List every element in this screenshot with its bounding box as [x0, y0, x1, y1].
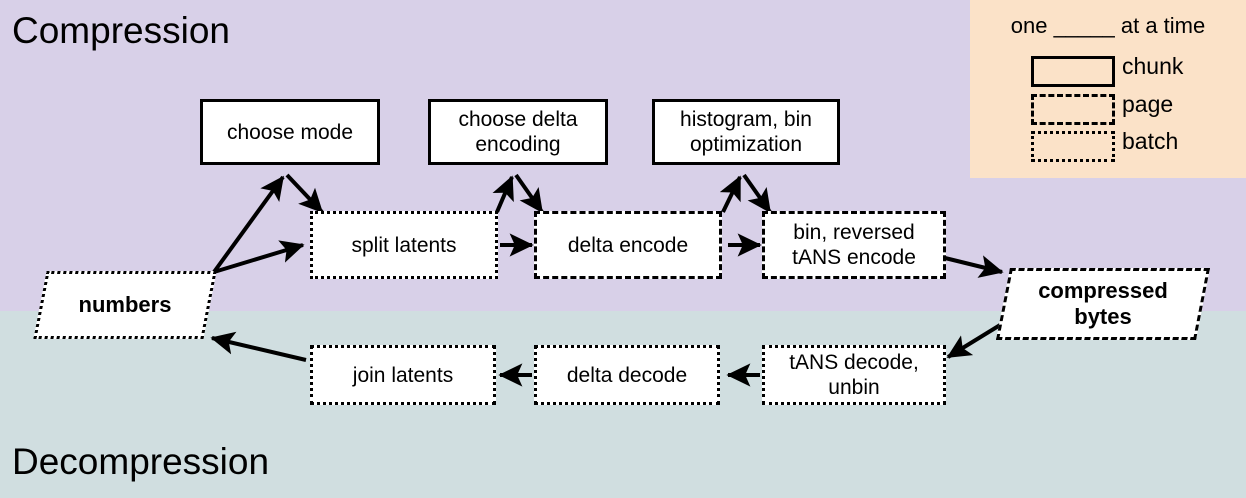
join-latents-label: join latents [352, 363, 454, 387]
legend-swatch-page [1031, 94, 1115, 125]
choose-mode-label: choose mode [226, 120, 354, 144]
tans-decode-line-1: tANS decode, [789, 351, 919, 374]
compression-title: Compression [12, 10, 230, 51]
node-choose-mode[interactable]: choose mode [200, 99, 380, 165]
node-choose-delta-encoding[interactable]: choose delta encoding [428, 99, 608, 165]
compressed-bytes-line-2: bytes [1074, 304, 1132, 329]
choose-delta-encoding-line-1: choose delta [458, 108, 578, 131]
bin-tans-line-2: tANS encode [792, 246, 916, 269]
histogram-line-2: optimization [689, 133, 803, 156]
node-tans-decode-unbin[interactable]: tANS decode, unbin [762, 345, 946, 405]
choose-delta-encoding-label: choose delta encoding [452, 107, 583, 157]
node-numbers[interactable]: numbers [33, 271, 217, 339]
legend-panel: one _____ at a time chunk page batch [970, 0, 1246, 178]
tans-decode-unbin-label: tANS decode, unbin [783, 350, 925, 400]
choose-delta-encoding-line-2: encoding [475, 133, 561, 156]
arrow-compressed-bytes-to-tans-decode [946, 320, 1007, 359]
legend-caption: one _____ at a time [1010, 13, 1206, 38]
legend-row-batch: batch [970, 128, 1246, 162]
arrow-bin-tans-to-compressed-bytes [944, 255, 1004, 278]
histogram-line-1: histogram, bin [680, 108, 812, 131]
arrow-numbers-to-split-latents [213, 240, 305, 274]
numbers-label: numbers [78, 292, 172, 317]
compressed-bytes-label: compressed bytes [1003, 268, 1203, 340]
legend-swatch-chunk [1031, 56, 1115, 87]
arrow-join-latents-to-numbers [210, 331, 307, 362]
bin-tans-line-1: bin, reversed [793, 221, 915, 244]
node-compressed-bytes[interactable]: compressed bytes [996, 268, 1210, 340]
node-histogram-bin-optimization[interactable]: histogram, bin optimization [652, 99, 840, 165]
delta-decode-label: delta decode [566, 363, 688, 387]
legend-swatch-batch [1031, 131, 1115, 162]
delta-encode-label: delta encode [567, 233, 689, 257]
arrow-choose-mode-to-split-latents [285, 173, 324, 214]
decompression-title: Decompression [12, 441, 270, 482]
arrow-choose-delta-encoding-to-delta-encode [514, 173, 544, 214]
histogram-bin-optimization-label: histogram, bin optimization [674, 107, 818, 157]
node-delta-encode[interactable]: delta encode [534, 211, 722, 279]
arrow-numbers-to-choose-mode [212, 175, 285, 274]
arrow-histogram-to-bin-tans [742, 173, 772, 214]
legend-label-page: page [1122, 91, 1174, 117]
node-join-latents[interactable]: join latents [310, 345, 496, 405]
legend-label-chunk: chunk [1122, 53, 1184, 79]
bin-reversed-tans-encode-label: bin, reversed tANS encode [786, 220, 922, 270]
compressed-bytes-line-1: compressed [1038, 278, 1168, 303]
split-latents-label: split latents [351, 233, 457, 257]
legend-row-chunk: chunk [970, 53, 1246, 87]
tans-decode-line-2: unbin [828, 376, 880, 399]
legend-label-batch: batch [1122, 128, 1179, 154]
node-split-latents[interactable]: split latents [310, 211, 498, 279]
arrow-split-latents-to-choose-delta-encoding [492, 175, 514, 213]
node-delta-decode[interactable]: delta decode [534, 345, 720, 405]
arrow-delta-encode-to-histogram [719, 175, 742, 213]
node-bin-reversed-tans-encode[interactable]: bin, reversed tANS encode [762, 211, 946, 279]
legend-row-page: page [970, 91, 1246, 125]
